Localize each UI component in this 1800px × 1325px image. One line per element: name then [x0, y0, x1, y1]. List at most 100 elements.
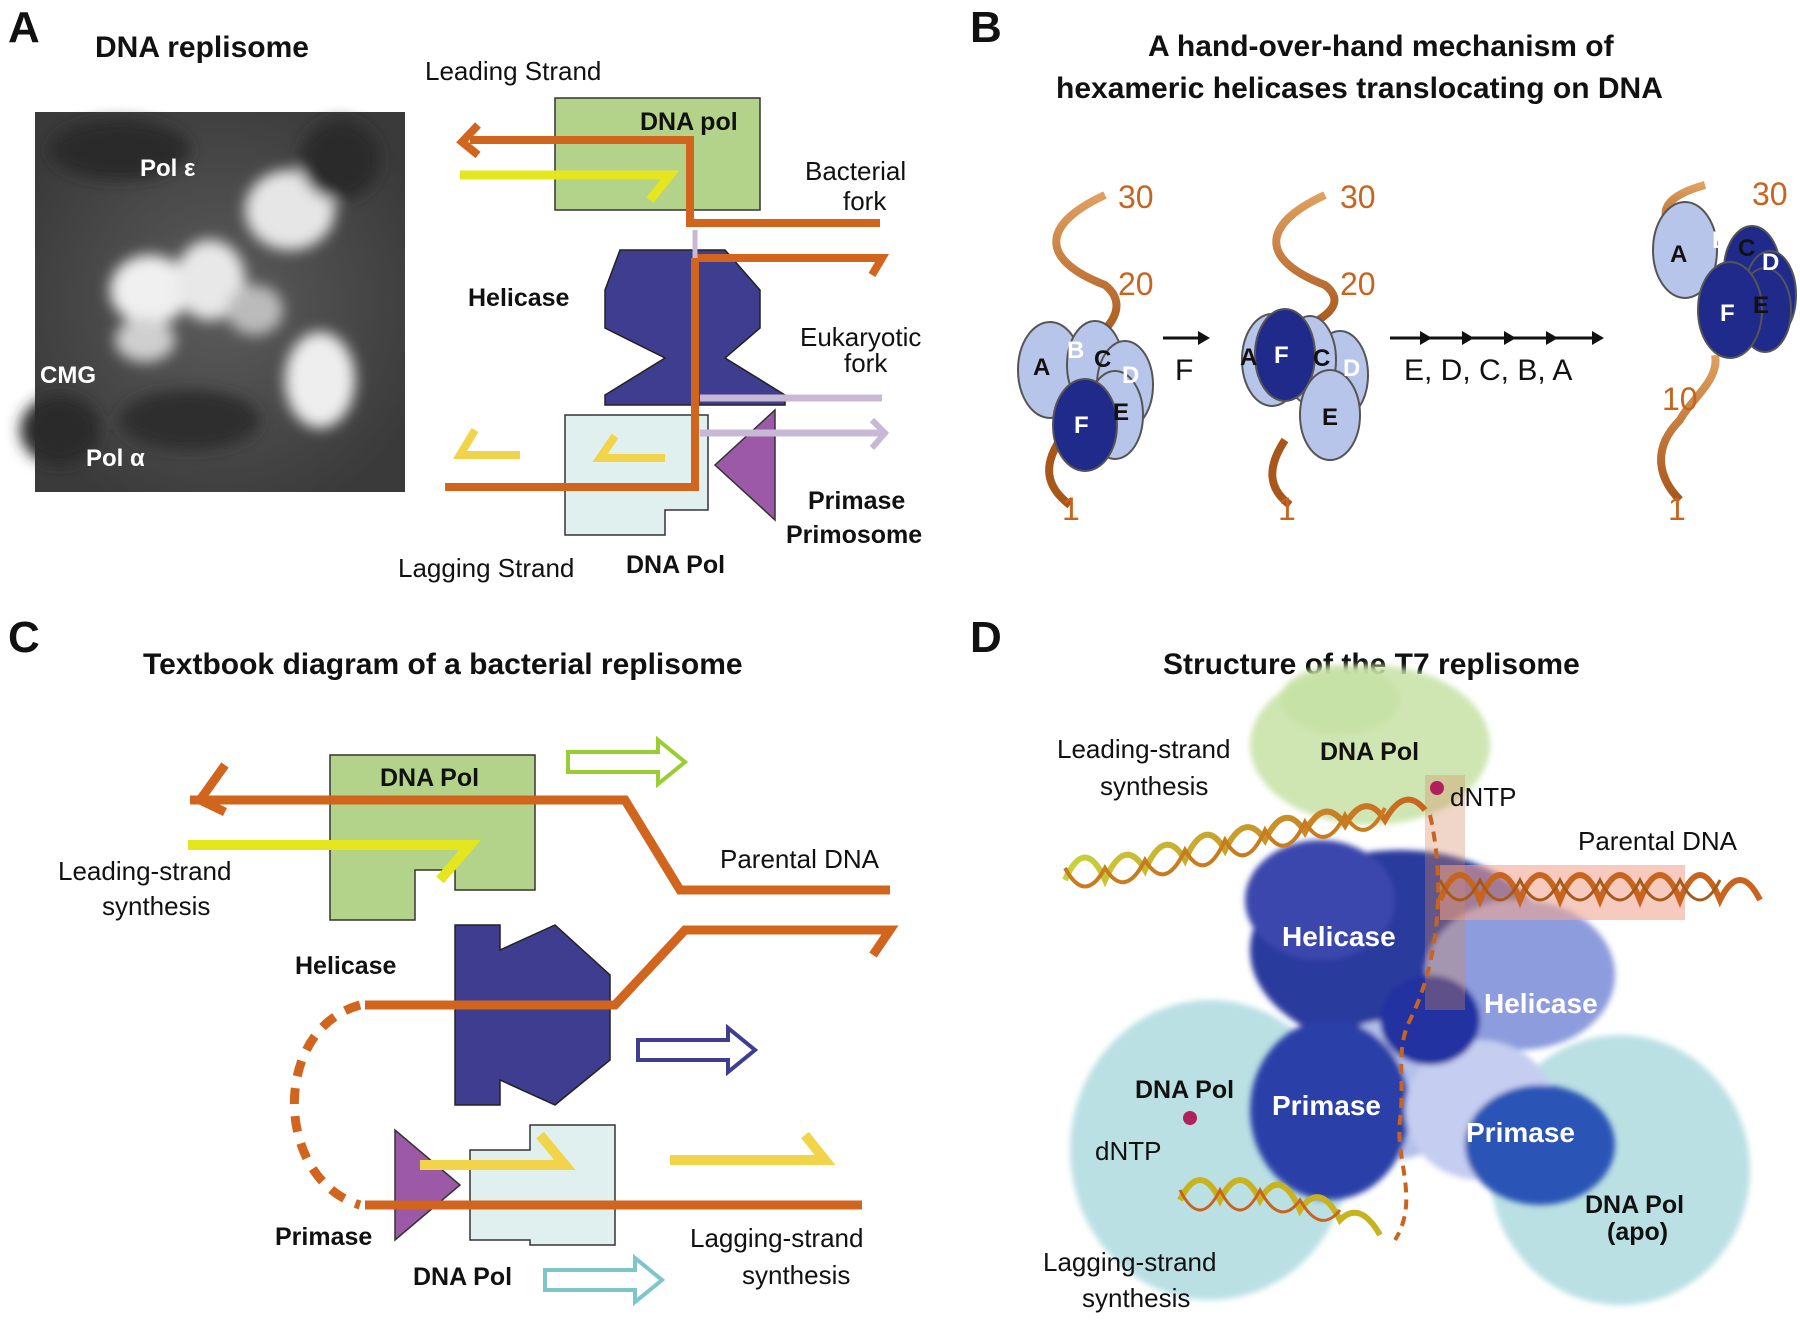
c-primase-label: Primase	[275, 1223, 372, 1251]
svg-text:E: E	[1322, 404, 1338, 431]
svg-text:D: D	[1762, 249, 1779, 276]
em-label-cmg: CMG	[40, 362, 96, 389]
panel-a: A DNA replisome Pol ε CMG Pol α	[8, 3, 922, 583]
panel-letter-b: B	[970, 3, 1002, 52]
panel-b: B A hand-over-hand mechanism of hexameri…	[970, 3, 1797, 527]
helicase-state-1: A B C D E F 30 20 1	[1017, 179, 1154, 527]
svg-text:B: B	[1067, 337, 1084, 364]
panel-c: C Textbook diagram of a bacterial replis…	[8, 613, 899, 1307]
svg-text:F: F	[1720, 300, 1735, 327]
eukaryotic-fork-label-1: Eukaryotic	[800, 322, 921, 352]
c-dna-pol-bottom-box	[469, 1124, 616, 1246]
d-lagging-label-2: synthesis	[1082, 1283, 1190, 1313]
step-label-f: F	[1175, 354, 1193, 387]
svg-text:1: 1	[1668, 491, 1686, 527]
em-image: Pol ε CMG Pol α	[20, 112, 405, 492]
c-arrow-teal	[543, 1253, 666, 1307]
c-helicase-shape	[454, 924, 611, 1106]
c-primase-triangle	[394, 1128, 462, 1242]
svg-text:E: E	[1753, 292, 1769, 319]
d-primase-left-label: Primase	[1272, 1090, 1381, 1121]
svg-text:B: B	[1712, 227, 1729, 254]
panel-b-title-1: A hand-over-hand mechanism of	[1148, 30, 1615, 63]
c-lagging-loop	[289, 1000, 362, 1210]
dna-pol-bottom-box	[564, 414, 709, 536]
eukaryotic-fork-label-2: fork	[844, 348, 888, 378]
subunit-a: A	[1033, 354, 1050, 381]
panel-a-schematic: Leading Strand DNA pol Bacterial fork He…	[398, 56, 922, 583]
c-parental-label: Parental DNA	[720, 844, 880, 874]
svg-text:F: F	[1274, 342, 1289, 369]
bacterial-fork-label-2: fork	[843, 186, 887, 216]
leading-template	[470, 136, 880, 227]
panel-letter-c: C	[8, 613, 40, 662]
c-dna-pol-bottom-label: DNA Pol	[413, 1263, 512, 1291]
d-helicase-right-label: Helicase	[1484, 988, 1598, 1019]
panel-a-title: DNA replisome	[95, 31, 309, 64]
d-dna-helices	[1062, 781, 1763, 1242]
svg-text:F: F	[1074, 412, 1089, 439]
panel-b-title-2: hexameric helicases translocating on DNA	[1056, 72, 1663, 105]
leading-nascent	[460, 170, 680, 203]
svg-text:1: 1	[1278, 491, 1296, 527]
d-helicase-blobs	[1245, 840, 1615, 1205]
d-dna-pol-apo-label-2: (apo)	[1607, 1218, 1668, 1246]
c-lagging-label-1: Lagging-strand	[690, 1223, 863, 1253]
d-leading-label-2: synthesis	[1100, 771, 1208, 801]
step-arrows	[1390, 331, 1604, 345]
em-label-pol-a: Pol α	[86, 445, 145, 472]
svg-text:E: E	[1113, 399, 1129, 426]
c-leading-label-2: synthesis	[102, 891, 210, 921]
lagging-strand-label: Lagging Strand	[398, 553, 574, 583]
helicase-state-3: A B C D F E 30 10 1	[1652, 176, 1797, 527]
primase-triangle	[713, 408, 776, 522]
svg-text:30: 30	[1752, 176, 1788, 212]
d-leading-label-1: Leading-strand	[1057, 734, 1230, 764]
svg-text:A: A	[1240, 344, 1257, 371]
svg-text:D: D	[1343, 355, 1360, 382]
c-arrow-purple	[636, 1023, 759, 1077]
c-dna-pol-top-label: DNA Pol	[380, 764, 479, 792]
svg-text:20: 20	[1118, 266, 1154, 302]
dna-pol-top-label: DNA pol	[640, 108, 738, 136]
c-leading-label-1: Leading-strand	[58, 856, 231, 886]
helicase-label: Helicase	[468, 284, 570, 312]
panel-letter-d: D	[970, 613, 1002, 662]
primosome-label: Primosome	[786, 521, 922, 549]
svg-text:20: 20	[1340, 266, 1376, 302]
svg-text:C: C	[1313, 345, 1330, 372]
d-dna-pol-left-label: DNA Pol	[1135, 1076, 1234, 1104]
dna-pol-bottom-label: DNA Pol	[626, 551, 725, 579]
helicase-state-2: A F C D E 30 20 1	[1240, 179, 1376, 527]
d-helicase-left-label: Helicase	[1282, 921, 1396, 952]
c-top-template	[190, 795, 890, 895]
d-dna-pol-top-label: DNA Pol	[1320, 738, 1419, 766]
d-dntp-left-label: dNTP	[1095, 1136, 1161, 1166]
c-arrow-green	[566, 735, 689, 789]
d-parental-label: Parental DNA	[1578, 826, 1738, 856]
lagging-template	[445, 258, 699, 491]
panel-c-title: Textbook diagram of a bacterial replisom…	[143, 648, 743, 681]
em-label-pol-e: Pol ε	[140, 155, 195, 182]
svg-text:C: C	[1094, 346, 1111, 373]
svg-text:D: D	[1122, 362, 1139, 389]
svg-text:A: A	[1670, 241, 1687, 268]
leading-strand-label: Leading Strand	[425, 56, 601, 86]
c-lagging-template	[365, 925, 899, 1010]
bacterial-fork-label-1: Bacterial	[805, 156, 906, 186]
step-label-sequence: E, D, C, B, A	[1404, 354, 1572, 387]
d-dntp-top-label: dNTP	[1450, 782, 1516, 812]
d-lagging-label-1: Lagging-strand	[1043, 1247, 1216, 1277]
d-primase-right-label: Primase	[1466, 1117, 1575, 1148]
svg-text:10: 10	[1662, 381, 1698, 417]
c-lagging-label-2: synthesis	[742, 1260, 850, 1290]
svg-text:1: 1	[1062, 491, 1080, 527]
primase-label: Primase	[808, 487, 905, 515]
panel-letter-a: A	[8, 3, 40, 52]
panel-d: D Structure of the T7 replisome	[970, 613, 1763, 1313]
c-helicase-label: Helicase	[295, 952, 397, 980]
svg-text:30: 30	[1340, 179, 1376, 215]
num-30: 30	[1118, 179, 1154, 215]
d-dna-pol-apo-label-1: DNA Pol	[1585, 1191, 1684, 1219]
